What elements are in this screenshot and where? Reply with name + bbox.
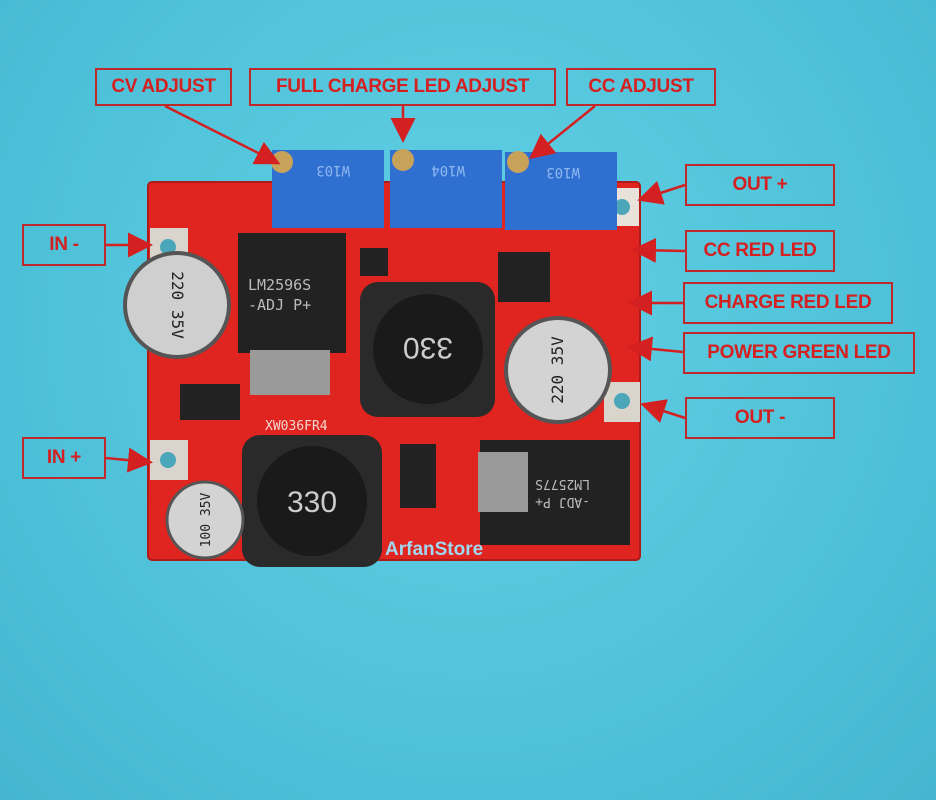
label-power-green-led: POWER GREEN LED [683, 332, 915, 374]
label-full-charge-led-adjust: FULL CHARGE LED ADJUST [249, 68, 556, 106]
label-cc-red-led: CC RED LED [685, 230, 835, 272]
inductor-bottom: 330 [242, 435, 382, 567]
svg-text:W103: W103 [316, 162, 350, 178]
svg-text:-ADJ P+: -ADJ P+ [248, 296, 311, 314]
potentiometer-cc: W103 [505, 151, 617, 230]
capacitor-3: 100 35V [165, 480, 245, 560]
store-watermark: ArfanStore [385, 539, 483, 560]
label-out-minus: OUT - [685, 397, 835, 439]
inductor-top: 330 [360, 282, 495, 417]
label-out-plus: OUT + [685, 164, 835, 206]
label-in-minus: IN - [22, 224, 106, 266]
label-in-plus: IN + [22, 437, 106, 479]
annotation-arrows [105, 104, 686, 473]
ic-lm2596s: LM2596S -ADJ P+ [238, 233, 346, 395]
svg-text:W104: W104 [431, 162, 465, 178]
svg-text:220 35V: 220 35V [168, 271, 187, 339]
label-cv-adjust: CV ADJUST [95, 68, 232, 106]
svg-text:LM2577S: LM2577S [535, 476, 590, 491]
capacitor-1: 220 35V [123, 251, 231, 359]
svg-text:220 35V: 220 35V [548, 336, 567, 404]
svg-text:330: 330 [287, 486, 337, 519]
label-cc-adjust: CC ADJUST [566, 68, 716, 106]
potentiometer-full-charge: W104 [390, 149, 502, 228]
svg-text:330: 330 [403, 331, 453, 364]
svg-text:W103: W103 [546, 164, 580, 180]
label-charge-red-led: CHARGE RED LED [683, 282, 893, 324]
svg-text:XW036FR4: XW036FR4 [265, 419, 328, 434]
svg-text:-ADJ P+: -ADJ P+ [535, 494, 590, 509]
capacitor-2: 220 35V [504, 316, 612, 424]
svg-text:LM2596S: LM2596S [248, 276, 311, 294]
potentiometer-cv: W103 [271, 150, 384, 228]
svg-text:100 35V: 100 35V [199, 492, 214, 547]
ic-lm2577s: LM2577S -ADJ P+ [478, 440, 630, 545]
